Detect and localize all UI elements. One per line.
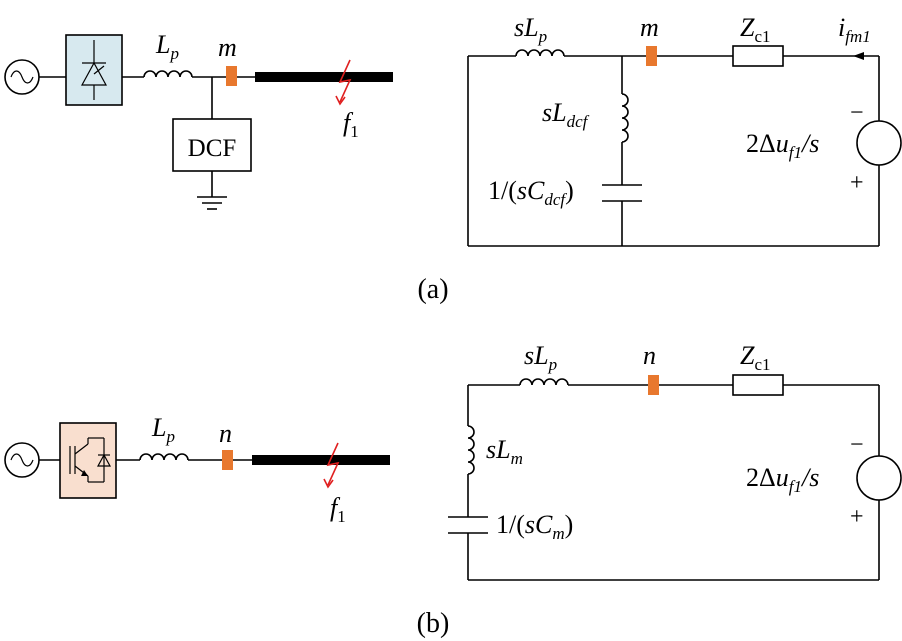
caption-a: (a)	[417, 274, 448, 305]
source-label-a: 2Δuf1/s	[746, 129, 819, 162]
f1-label-a: f1	[343, 108, 359, 141]
dcf-box	[172, 118, 252, 172]
system-a: DCF Lp m f1	[4, 30, 393, 210]
m-label-circuit: m	[640, 13, 659, 42]
plus-sign-b: +	[850, 504, 864, 530]
n-label-circuit: n	[643, 341, 656, 370]
source-label-b: 2Δuf1/s	[746, 463, 819, 496]
f1-label-b: f1	[330, 493, 346, 526]
capacitor-cdcf-icon	[602, 184, 642, 202]
lcc-converter-icon	[65, 34, 123, 106]
n-label-b: n	[219, 419, 232, 448]
sldcf-label: sLdcf	[542, 98, 590, 131]
breaker-m-icon	[226, 66, 237, 86]
slp-label-a: sLp	[514, 13, 547, 46]
fault-f1-a-icon	[338, 59, 352, 103]
breaker-n-icon	[222, 450, 233, 470]
inductor-lp-a-icon	[143, 70, 193, 78]
impedance-zc1-a-icon	[732, 45, 784, 67]
inductor-slp-b-icon	[519, 378, 569, 386]
circuit-a: sLp m Zc1 ifm1 sLdcf 1/(sCdcf) 2Δuf1/s −…	[467, 13, 902, 247]
impedance-zc1-b-icon	[732, 374, 784, 396]
ac-source-a-icon	[4, 59, 40, 95]
dc-line-b	[252, 455, 390, 465]
breaker-n-circuit-icon	[648, 375, 659, 395]
zc1-label-b: Zc1	[740, 341, 771, 374]
zc1-label-a: Zc1	[740, 13, 771, 46]
ground-icon	[197, 196, 227, 210]
system-b: Lp n f1	[4, 413, 390, 526]
minus-sign-b: −	[850, 432, 864, 458]
lp-label-b: Lp	[151, 413, 175, 446]
circuit-b: sLp n Zc1 sLm 1/(sCm) 2Δuf1/s − +	[448, 341, 902, 581]
fault-f1-b-icon	[326, 442, 340, 486]
vsc-converter-icon	[59, 422, 117, 499]
capacitor-cm-icon	[448, 516, 488, 534]
dcf-label: DCF	[188, 135, 237, 162]
current-arrow-icon	[853, 52, 864, 60]
inductor-lp-b-icon	[139, 453, 189, 461]
minus-sign-a: −	[850, 100, 864, 126]
ifm1-label: ifm1	[838, 13, 871, 46]
m-label-a: m	[218, 33, 237, 62]
slm-label: sLm	[486, 435, 523, 468]
voltage-source-a-icon	[856, 120, 902, 166]
slp-label-b: sLp	[524, 341, 557, 374]
cm-label: 1/(sCm)	[496, 510, 573, 543]
cdcf-label: 1/(sCdcf)	[488, 176, 574, 209]
dc-line-a	[255, 72, 393, 82]
breaker-m-circuit-icon	[646, 46, 657, 66]
inductor-lm-icon	[467, 425, 475, 475]
plus-sign-a: +	[850, 170, 864, 196]
caption-b: (b)	[417, 608, 450, 639]
inductor-ldcf-icon	[621, 93, 629, 143]
inductor-slp-a-icon	[515, 49, 565, 57]
ac-source-b-icon	[4, 442, 40, 478]
lp-label-a: Lp	[155, 30, 179, 63]
voltage-source-b-icon	[856, 455, 902, 501]
